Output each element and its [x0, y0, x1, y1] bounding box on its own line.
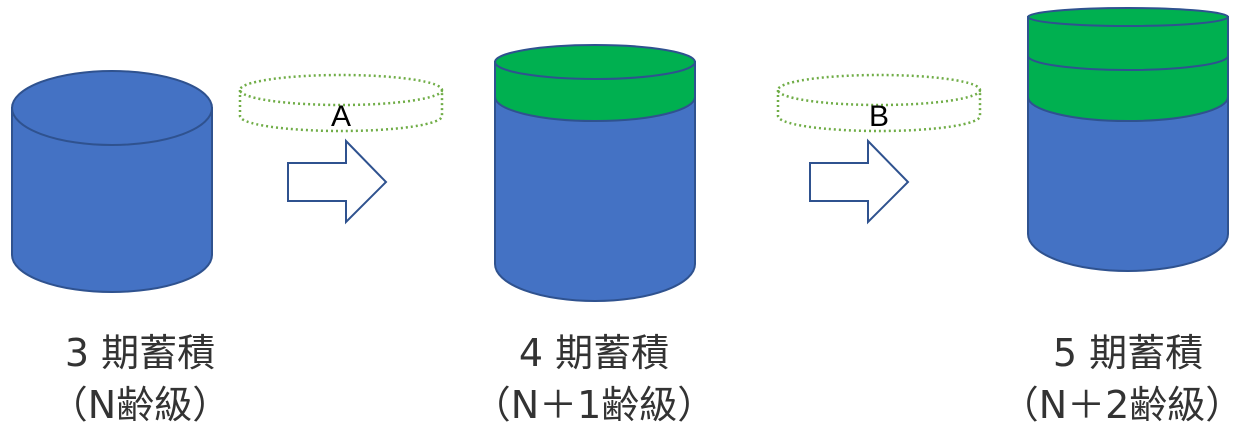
growth-increment-b-icon	[776, 73, 982, 133]
stage-2-cylinder	[494, 44, 696, 302]
stage-1-period-label: 3 期蓄積	[65, 331, 215, 375]
transition-a: A	[238, 73, 444, 225]
stage-2-age-class-label: （N＋1齢級）	[473, 383, 716, 427]
stage-1-stock-top	[11, 70, 213, 146]
arrow-right-icon	[809, 138, 910, 225]
stage-3-cylinder	[1027, 7, 1229, 272]
stage-3-period-label: 5 期蓄積	[1053, 331, 1203, 375]
stage-2-period-label: 4 期蓄積	[519, 331, 669, 375]
stage-2-stock-body	[494, 96, 696, 302]
arrow-right-icon	[287, 138, 388, 225]
transition-label-a: A	[331, 100, 351, 133]
transition-b: B	[776, 73, 982, 225]
transition-label-b: B	[869, 100, 889, 133]
stage-3-growth-layer-lower	[1027, 55, 1229, 122]
stage-1-age-class-label: （N齢級）	[50, 383, 230, 427]
stage-3-growth-layer-upper	[1027, 16, 1229, 71]
stage-2-growth-top	[494, 44, 696, 80]
stage-1-cylinder	[11, 70, 213, 293]
stage-3-stock-body	[1027, 96, 1229, 272]
stage-3-age-class-label: （N＋2齢級）	[1001, 383, 1244, 427]
growth-increment-a-icon	[238, 73, 444, 133]
stage-1-stock-body	[11, 107, 213, 293]
stage-3-growth-top	[1027, 7, 1229, 27]
